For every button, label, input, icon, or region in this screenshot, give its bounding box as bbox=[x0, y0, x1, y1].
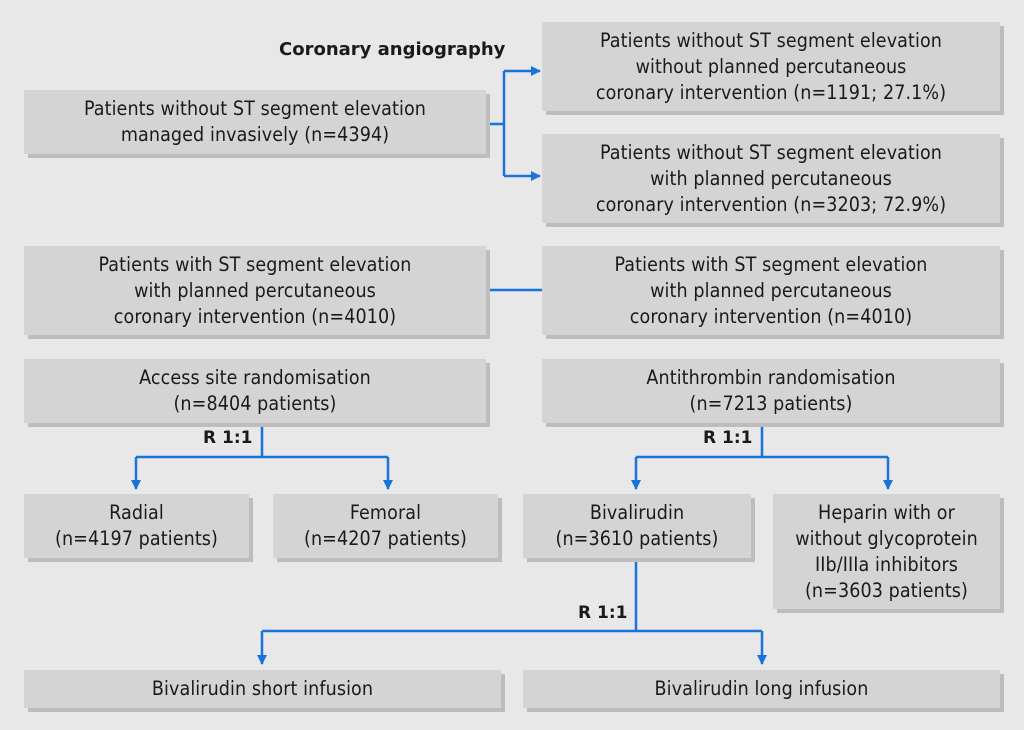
box-nste-pci: Patients without ST segment elevation wi… bbox=[542, 134, 1000, 223]
box-text: Patients without ST segment elevation wi… bbox=[595, 28, 947, 104]
ratio-label-antithrombin: R 1:1 bbox=[703, 428, 753, 448]
box-text: Patients with ST segment elevation with … bbox=[98, 252, 412, 328]
box-text: Patients without ST segment elevation ma… bbox=[83, 97, 427, 146]
box-bivalirudin: Bivalirudin (n=3610 patients) bbox=[523, 494, 751, 558]
box-radial: Radial (n=4197 patients) bbox=[24, 494, 249, 558]
box-femoral: Femoral (n=4207 patients) bbox=[273, 494, 498, 558]
box-text: Femoral (n=4207 patients) bbox=[304, 501, 467, 550]
box-heparin: Heparin with or without glycoprotein IIb… bbox=[773, 494, 1000, 609]
box-nste-no-pci: Patients without ST segment elevation wi… bbox=[542, 22, 1000, 111]
box-text: Bivalirudin (n=3610 patients) bbox=[555, 501, 719, 550]
box-access-randomisation: Access site randomisation (n=8404 patien… bbox=[24, 359, 486, 423]
connector-bivalirudin-split bbox=[262, 558, 762, 633]
box-text: Bivalirudin long infusion bbox=[654, 677, 869, 700]
box-text: Bivalirudin short infusion bbox=[151, 677, 374, 700]
box-text: Radial (n=4197 patients) bbox=[55, 501, 218, 550]
box-text: Heparin with or without glycoprotein IIb… bbox=[795, 500, 978, 602]
box-ste-pci-right: Patients with ST segment elevation with … bbox=[542, 246, 1000, 335]
connector-access-split bbox=[136, 423, 388, 459]
box-text: Antithrombin randomisation (n=7213 patie… bbox=[646, 366, 896, 415]
ratio-label-access: R 1:1 bbox=[203, 428, 253, 448]
box-bivalirudin-short: Bivalirudin short infusion bbox=[24, 670, 501, 708]
connector-antithrombin-split bbox=[636, 423, 888, 459]
box-antithrombin-randomisation: Antithrombin randomisation (n=7213 patie… bbox=[542, 359, 1000, 423]
box-text: Access site randomisation (n=8404 patien… bbox=[139, 366, 371, 415]
box-text: Patients without ST segment elevation wi… bbox=[595, 140, 947, 216]
coronary-angiography-label: Coronary angiography bbox=[279, 39, 506, 60]
box-nste-invasive: Patients without ST segment elevation ma… bbox=[24, 90, 486, 154]
box-bivalirudin-long: Bivalirudin long infusion bbox=[523, 670, 1000, 708]
box-ste-pci-left: Patients with ST segment elevation with … bbox=[24, 246, 486, 335]
box-text: Patients with ST segment elevation with … bbox=[614, 252, 928, 328]
ratio-label-bivalirudin: R 1:1 bbox=[578, 603, 628, 623]
connector-nste-split bbox=[486, 71, 506, 176]
